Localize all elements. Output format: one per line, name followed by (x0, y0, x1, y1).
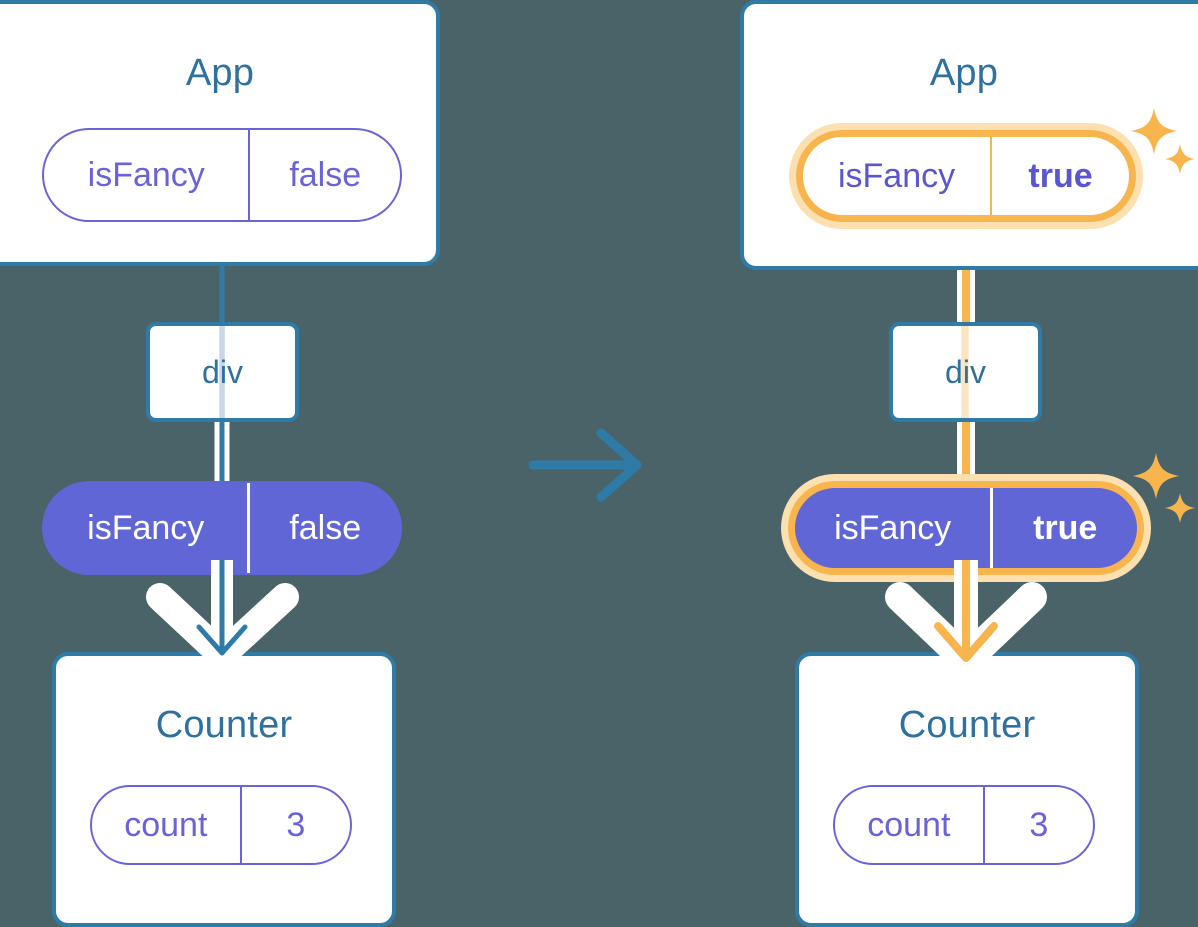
app-state-pill-after[interactable]: isFancy true (796, 130, 1136, 222)
prop-pill-before: isFancy false (42, 481, 402, 575)
pill-key: isFancy (44, 483, 251, 573)
pill-value: true (1033, 508, 1098, 547)
pill-value: false (289, 508, 362, 547)
pill-key: isFancy (803, 137, 993, 215)
prop-pill-after[interactable]: isFancy true (788, 481, 1144, 575)
pill-key: count (92, 787, 242, 863)
pill-value: false (289, 155, 362, 194)
div-tag-after: div (889, 322, 1042, 422)
sparkle-icon-large (1133, 453, 1179, 499)
pill-value: true (1028, 156, 1093, 195)
app-state-pill-before: isFancy false (42, 128, 402, 222)
div-tag-before: div (146, 322, 299, 422)
pill-value: 3 (286, 805, 306, 844)
wire-through-div-after (961, 326, 969, 418)
pill-key: isFancy (44, 130, 251, 220)
div-tag-label: div (945, 353, 986, 390)
counter-state-pill-after: count 3 (833, 785, 1095, 865)
wire-through-div-before (219, 326, 225, 418)
arrow-right-icon (528, 428, 642, 502)
app-title-after: App (929, 52, 999, 94)
div-tag-label: div (202, 353, 243, 390)
counter-title-before: Counter (155, 704, 293, 746)
pill-key: isFancy (795, 488, 994, 568)
pill-key: count (835, 787, 985, 863)
arrow-prop-to-counter-right (885, 560, 1047, 675)
pill-value: 3 (1029, 805, 1049, 844)
counter-title-after: Counter (898, 704, 1036, 746)
app-title-before: App (185, 52, 255, 94)
counter-state-pill-before: count 3 (90, 785, 352, 865)
sparkle-icon-small (1165, 493, 1195, 523)
